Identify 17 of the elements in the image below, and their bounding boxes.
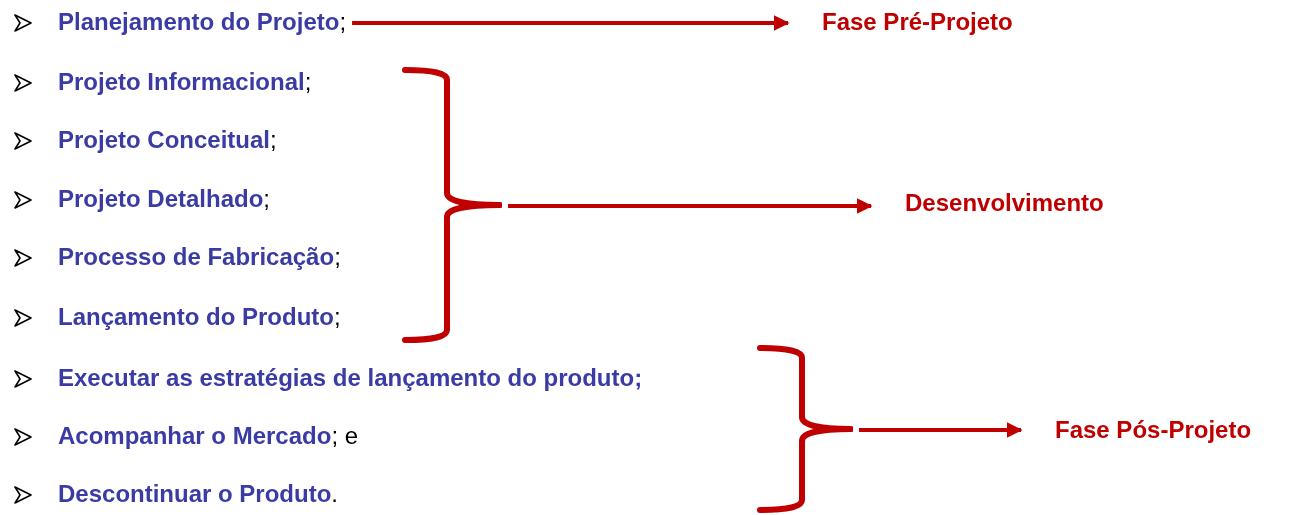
phase-label: Fase Pós-Projeto <box>1055 415 1252 445</box>
list-item-text: Acompanhar o Mercado; e <box>58 421 359 451</box>
curly-brace <box>402 66 502 344</box>
list-item-text: Projeto Detalhado; <box>58 184 271 214</box>
list-item-text: Executar as estratégias de lançamento do produto; <box>58 363 643 393</box>
arrow <box>508 198 873 214</box>
list-item-text: Processo de Fabricação; <box>58 242 341 272</box>
arrow <box>859 422 1023 438</box>
curly-brace <box>757 344 853 514</box>
list-item-text: Descontinuar o Produto. <box>58 479 338 509</box>
arrow <box>352 15 790 31</box>
list-item-text: Projeto Conceitual; <box>58 125 277 155</box>
phase-label: Fase Pré-Projeto <box>822 7 1013 37</box>
list-item-text: Lançamento do Produto; <box>58 302 341 332</box>
phase-label: Desenvolvimento <box>905 188 1104 218</box>
list-item-text: Planejamento do Projeto; <box>58 7 347 37</box>
list-item-text: Projeto Informacional; <box>58 67 312 97</box>
